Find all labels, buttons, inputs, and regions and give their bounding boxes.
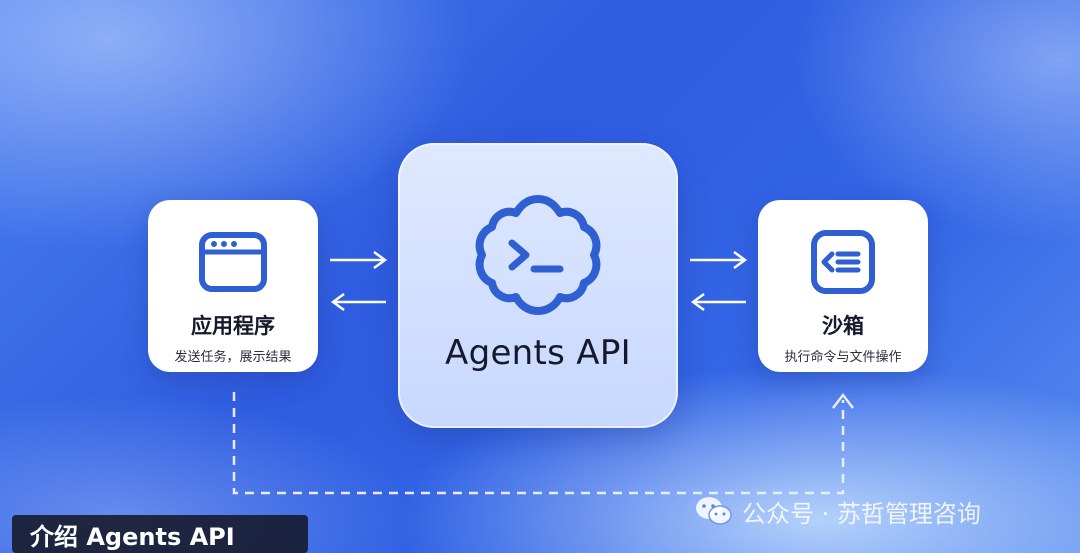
app-node-title: 应用程序 <box>191 314 275 338</box>
arrow-app-to-api <box>330 250 388 270</box>
agents-api-node: Agents API <box>398 143 678 428</box>
watermark-text: 公众号 · 苏哲管理咨询 <box>742 499 981 528</box>
watermark: 公众号 · 苏哲管理咨询 <box>694 493 981 529</box>
caption-bar: 介绍 Agents API <box>12 515 308 553</box>
sandbox-node-title: 沙箱 <box>822 314 864 338</box>
sandbox-node-subtitle: 执行命令与文件操作 <box>784 350 902 365</box>
agents-cloud-terminal-icon <box>468 185 608 325</box>
arrow-api-to-app <box>330 292 386 312</box>
arrow-sandbox-to-api <box>690 292 746 312</box>
app-node: 应用程序 发送任务，展示结果 <box>148 200 318 372</box>
app-node-subtitle: 发送任务，展示结果 <box>174 350 292 365</box>
caption-text: 介绍 Agents API <box>30 522 235 551</box>
agents-api-title: Agents API <box>445 333 631 373</box>
document-list-icon <box>807 230 879 294</box>
wechat-icon <box>696 497 732 525</box>
arrow-api-to-sandbox <box>690 250 748 270</box>
app-window-icon <box>197 232 269 292</box>
sandbox-node: 沙箱 执行命令与文件操作 <box>758 200 928 372</box>
